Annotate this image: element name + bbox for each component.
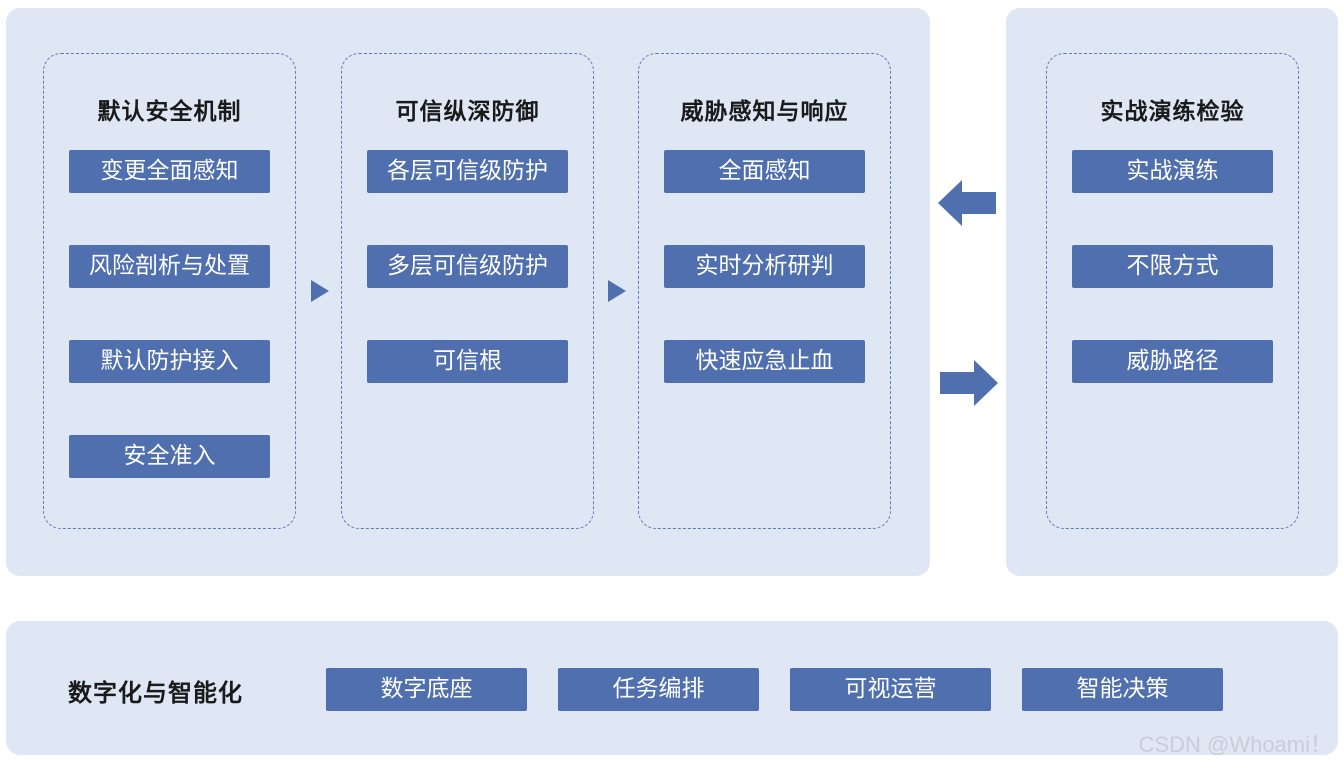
item-box: 各层可信级防护 (367, 150, 568, 193)
group-trusted-defense: 可信纵深防御 各层可信级防护 多层可信级防护 可信根 (341, 53, 594, 529)
bottom-item: 可视运营 (790, 668, 991, 711)
watermark: CSDN @Whoami！ (1138, 732, 1332, 757)
group-title: 默认安全机制 (97, 99, 242, 125)
item-box: 可信根 (367, 340, 568, 383)
item-box: 安全准入 (69, 435, 270, 478)
bottom-item: 智能决策 (1022, 668, 1223, 711)
bottom-title: 数字化与智能化 (68, 679, 243, 707)
bottom-item: 数字底座 (326, 668, 527, 711)
arrow-right-icon (940, 360, 998, 406)
group-threat-response: 威胁感知与响应 全面感知 实时分析研判 快速应急止血 (638, 53, 891, 529)
item-box: 默认防护接入 (69, 340, 270, 383)
bottom-item: 任务编排 (558, 668, 759, 711)
group-title: 实战演练检验 (1100, 99, 1245, 125)
group-title: 可信纵深防御 (395, 99, 540, 125)
item-box: 不限方式 (1072, 245, 1273, 288)
item-box: 多层可信级防护 (367, 245, 568, 288)
main-panel (6, 8, 930, 576)
item-box: 实时分析研判 (664, 245, 865, 288)
drill-panel (1006, 8, 1338, 576)
item-box: 风险剖析与处置 (69, 245, 270, 288)
flow-arrow-icon (311, 280, 329, 302)
item-box: 实战演练 (1072, 150, 1273, 193)
item-box: 变更全面感知 (69, 150, 270, 193)
group-live-drill: 实战演练检验 实战演练 不限方式 威胁路径 (1046, 53, 1299, 529)
arrow-left-icon (938, 180, 996, 226)
item-box: 威胁路径 (1072, 340, 1273, 383)
group-default-security: 默认安全机制 变更全面感知 风险剖析与处置 默认防护接入 安全准入 (43, 53, 296, 529)
flow-arrow-icon (608, 280, 626, 302)
group-title: 威胁感知与响应 (680, 99, 849, 125)
item-box: 快速应急止血 (664, 340, 865, 383)
item-box: 全面感知 (664, 150, 865, 193)
